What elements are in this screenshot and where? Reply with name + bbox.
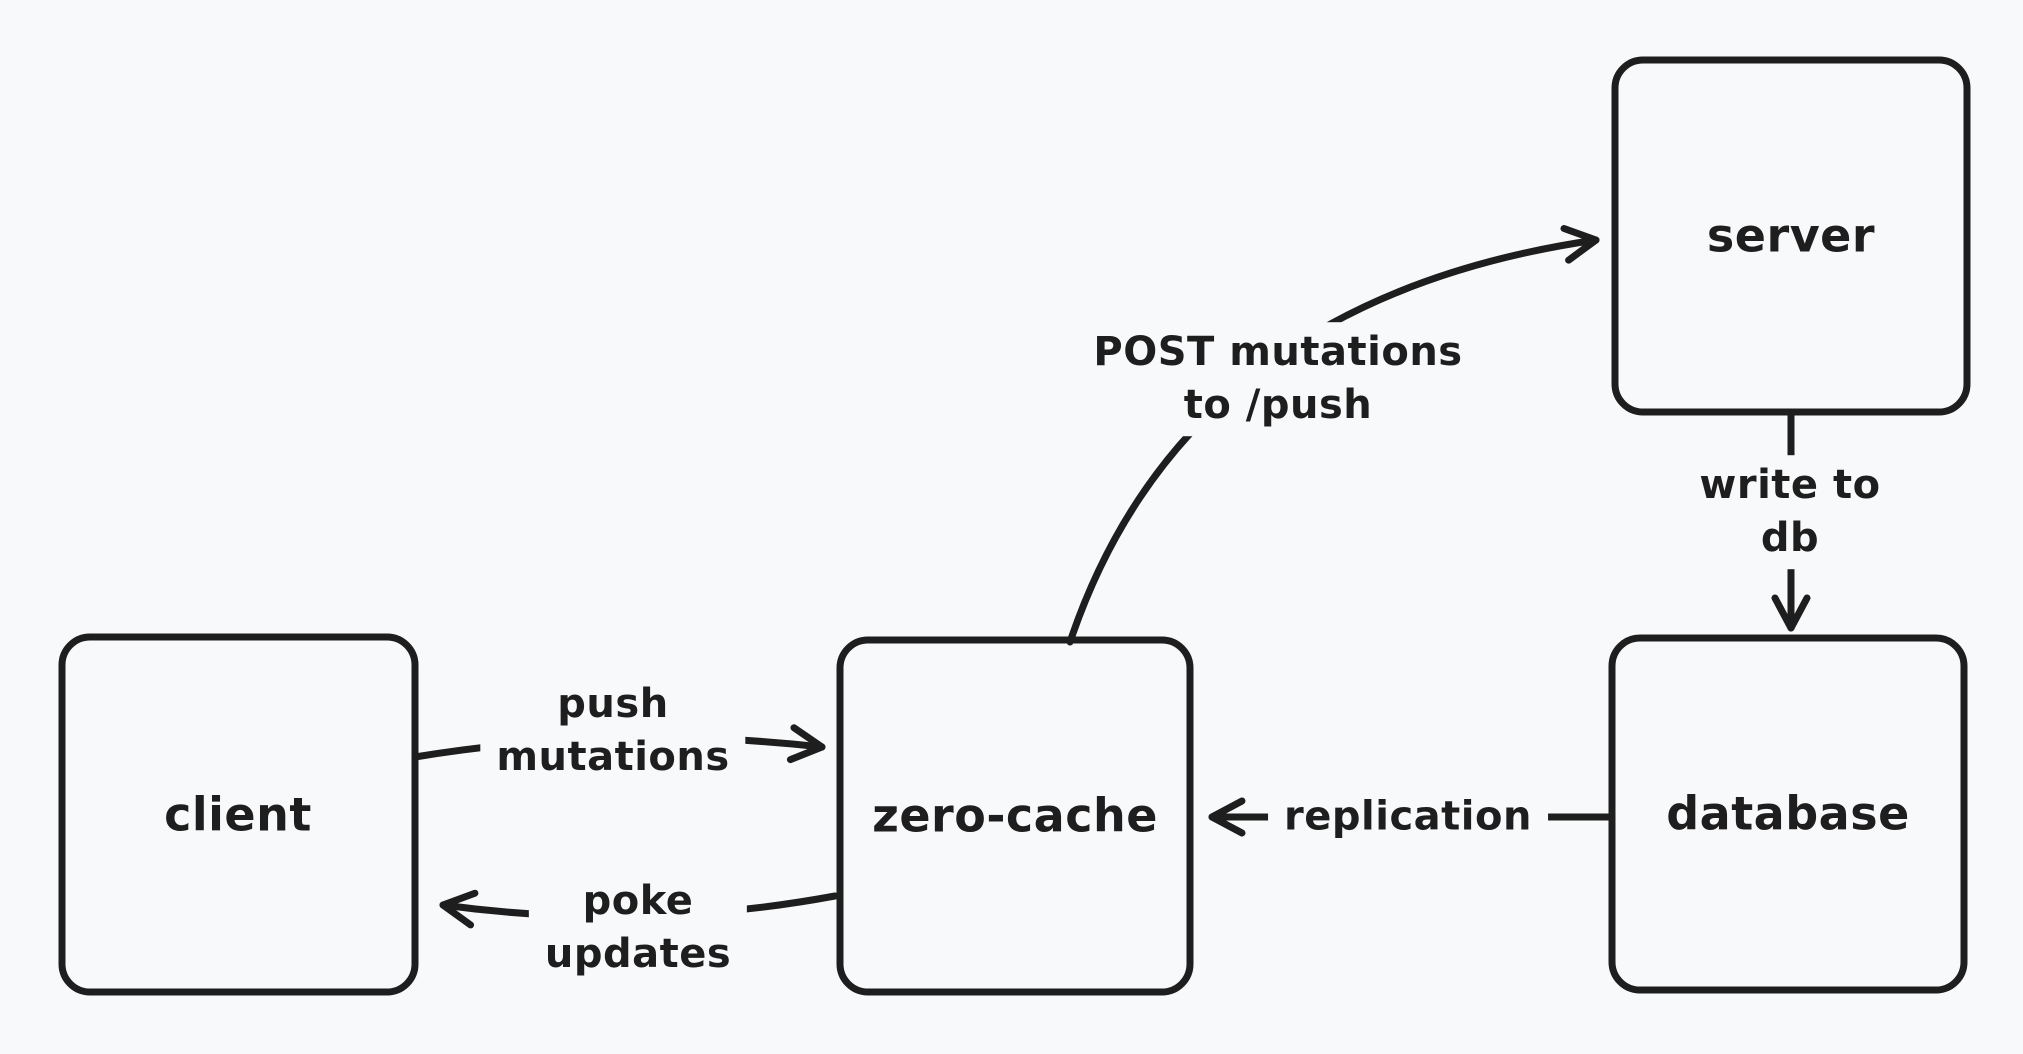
edge-post-mutations-arrow: [1066, 225, 1600, 646]
node-label-server: server: [1706, 208, 1876, 263]
node-zero-cache-box: [836, 636, 1194, 996]
node-label-client: client: [164, 787, 312, 842]
edge-label-push-mutations: push mutations: [480, 674, 746, 788]
edge-label-write-to-db: write to db: [1673, 455, 1907, 569]
node-client-box: [58, 633, 419, 996]
node-label-zero-cache: zero-cache: [872, 788, 1158, 843]
edge-label-replication: replication: [1268, 786, 1548, 848]
node-label-database: database: [1666, 786, 1910, 841]
edge-label-post-mutations: POST mutations to /push: [1077, 322, 1479, 436]
edge-label-poke-updates: poke updates: [528, 871, 748, 985]
